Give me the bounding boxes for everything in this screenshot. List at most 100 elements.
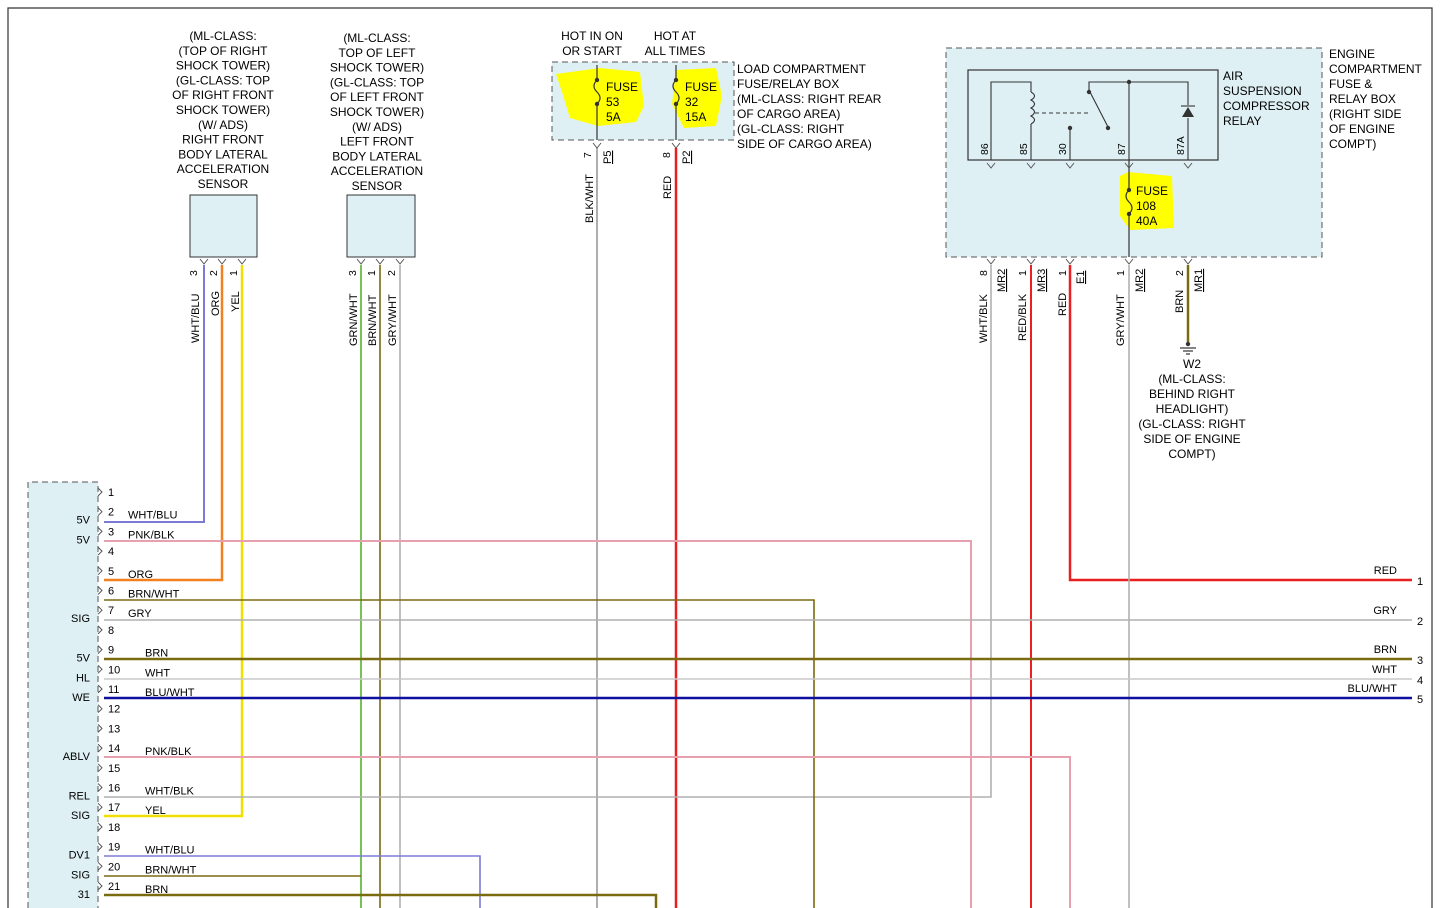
load-box-line-1: FUSE/RELAY BOX	[737, 77, 839, 91]
module-pin-tick	[97, 507, 103, 517]
module-wire-label-9: BRN	[145, 648, 168, 660]
right-wire-label-1: RED	[1374, 565, 1397, 577]
fuse-108-highlight	[1120, 172, 1174, 230]
connector-tick	[671, 142, 681, 149]
module-pin-8: 8	[108, 625, 114, 637]
rf-pin-3: 3	[188, 270, 200, 276]
engine-box-line-0: ENGINE	[1329, 47, 1375, 61]
rf-wire-label-org: ORG	[210, 291, 222, 316]
connector-tick	[1124, 258, 1134, 265]
module-wire-label-11: BLU/WHT	[145, 687, 195, 699]
rf-desc-line-9: ACCELERATION	[177, 162, 269, 176]
engine-box-line-3: RELAY BOX	[1329, 92, 1396, 106]
module-pin-14: 14	[108, 743, 120, 755]
relay-pin-85: 85	[1018, 143, 1030, 155]
load-conn-p5: P5	[602, 151, 614, 164]
engine-wire-label-red: RED	[1057, 293, 1069, 316]
module-wire-label-16: WHT/BLK	[145, 786, 195, 798]
lf-wire-label-gry-wht: GRY/WHT	[387, 294, 399, 346]
ground-line-0: W2	[1183, 357, 1201, 371]
module-pin-15: 15	[108, 763, 120, 775]
hot-in-on-line-0: HOT IN ON	[561, 29, 623, 43]
module-pin-20: 20	[108, 861, 120, 873]
relay-internals	[990, 81, 1195, 160]
connector-tick	[986, 258, 996, 265]
rf-desc-line-7: RIGHT FRONT	[182, 133, 264, 147]
fuse53-line-2: 5A	[606, 110, 621, 124]
engine-conn-mr2-a: MR2	[996, 269, 1008, 292]
engine-wire-label-gry-wht: GRY/WHT	[1115, 294, 1127, 346]
module-pin-tick	[97, 645, 103, 654]
connector-tick	[237, 258, 247, 265]
lf-desc-line-9: ACCELERATION	[331, 164, 423, 178]
wire-wht-blk	[104, 265, 992, 798]
load-box-line-5: SIDE OF CARGO AREA)	[737, 137, 872, 151]
module-side-label-17: SIG	[71, 810, 90, 822]
module-outline	[27, 481, 99, 908]
engine-conn-mr2-b: MR2	[1134, 269, 1146, 292]
connector-tick	[1183, 162, 1193, 169]
module-wire-label-17: YEL	[145, 805, 166, 817]
connector-tick	[1065, 258, 1075, 265]
lf-wire-label-brn-wht: BRN/WHT	[367, 294, 379, 346]
module-pin-tick	[97, 664, 103, 674]
fuse53-line-0: FUSE	[606, 80, 638, 94]
left-front-sensor-pins: 3 1 2 GRN/WHT BRN/WHT GRY/WHT	[347, 270, 399, 346]
lf-desc-line-6: (W/ ADS)	[352, 120, 402, 134]
module-pin-7: 7	[108, 605, 114, 617]
right-wire-label-2: GRY	[1373, 605, 1397, 617]
ground-line-3: HEADLIGHT)	[1156, 402, 1229, 416]
module-side-label-19: DV1	[69, 850, 90, 862]
lf-desc-line-3: (GL-CLASS: TOP	[330, 75, 424, 89]
rf-pin-2: 2	[208, 270, 220, 276]
relay-line-2: COMPRESSOR	[1223, 99, 1310, 113]
relay-pin-30: 30	[1057, 143, 1069, 155]
module-wire-label-19: WHT/BLU	[145, 845, 195, 857]
module-pin-13: 13	[108, 723, 120, 735]
connector-tick	[1026, 162, 1036, 169]
wire-brn-21	[104, 893, 658, 908]
right-pin-5: 5	[1417, 694, 1423, 706]
relay-line-1: SUSPENSION	[1223, 84, 1302, 98]
rf-wire-label-yel: YEL	[230, 291, 242, 312]
relay-pin-87a: 87A	[1175, 136, 1187, 155]
connector-tick	[1183, 258, 1193, 265]
fuse32-line-1: 32	[685, 95, 699, 109]
lf-desc-line-10: SENSOR	[352, 179, 403, 193]
ground-description: W2(ML-CLASS:BEHIND RIGHTHEADLIGHT)(GL-CL…	[1138, 357, 1246, 461]
module-pin-12: 12	[108, 704, 120, 716]
rf-pin-1: 1	[228, 270, 240, 276]
engine-pin-8: 8	[978, 270, 990, 276]
module-pin-tick	[97, 684, 103, 694]
load-box-line-2: (ML-CLASS: RIGHT REAR	[737, 92, 882, 106]
rf-desc-line-10: SENSOR	[198, 177, 249, 191]
engine-box-line-5: OF ENGINE	[1329, 122, 1395, 136]
connector-tick	[1065, 162, 1075, 169]
engine-pin-1b: 1	[1057, 270, 1069, 276]
wire-wht-blu-19	[104, 855, 481, 908]
module-side-label-21: 31	[78, 889, 90, 901]
lf-desc-line-4: OF LEFT FRONT	[330, 90, 424, 104]
module-pin-tick	[97, 881, 103, 891]
module-pin-tick	[97, 605, 103, 615]
module-pin-tick	[97, 763, 103, 773]
ground-line-1: (ML-CLASS:	[1158, 372, 1225, 386]
connector-ticks	[97, 142, 1193, 891]
module-pin-21: 21	[108, 881, 120, 893]
load-box-line-3: OF CARGO AREA)	[737, 107, 840, 121]
load-wire-label-red: RED	[662, 176, 674, 199]
fuse108-line-0: FUSE	[1136, 184, 1168, 198]
module-side-label-3: 5V	[77, 534, 91, 546]
module-pin-tick	[97, 822, 103, 832]
module-pin-tick	[97, 842, 103, 851]
